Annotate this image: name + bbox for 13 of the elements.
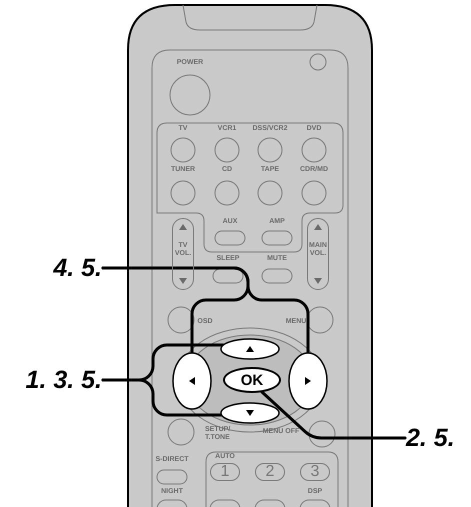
callout-number: 4. 5. [20,252,102,284]
right-arrow-button [288,352,328,410]
callout-number: 2. 5. [406,422,470,454]
left-arrow-button [172,352,212,410]
up-arrow-button [220,338,280,360]
leader-line [102,378,224,416]
number-key: 3 [300,463,330,481]
callout-number: 1. 3. 5. [0,364,102,396]
number-key: 2 [255,463,285,481]
down-arrow-button [220,402,280,424]
number-key: 1 [210,463,240,481]
leader-line [102,266,310,354]
leader-line [260,390,406,440]
